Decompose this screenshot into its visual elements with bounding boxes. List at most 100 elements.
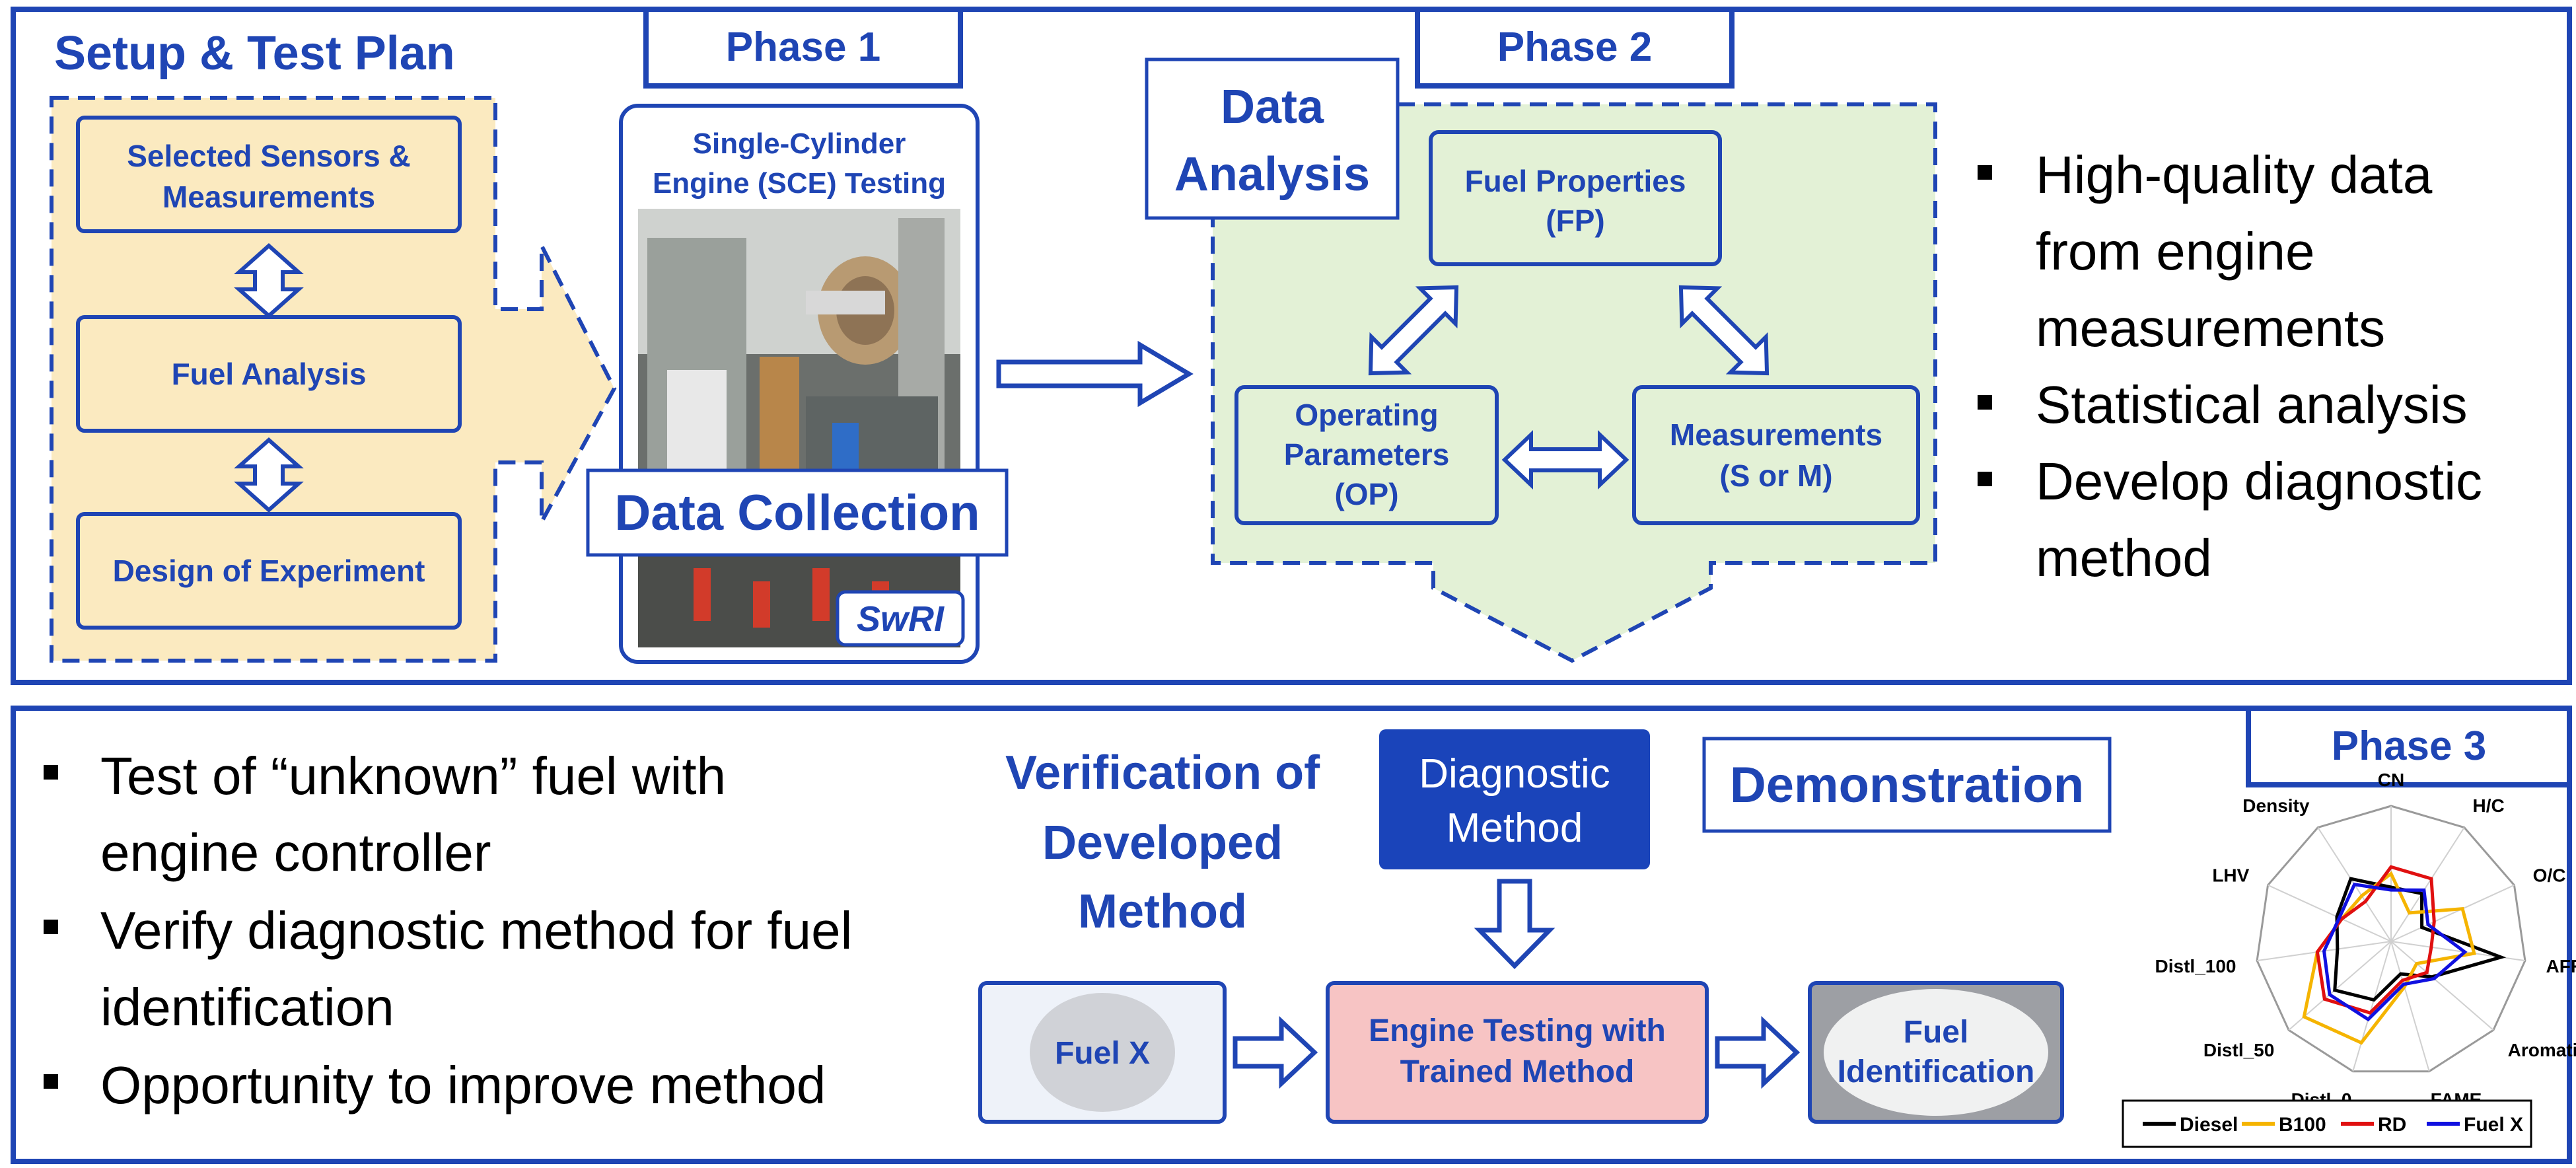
fuel-x-shadow — [1030, 993, 1175, 1112]
radar-axis-label: Aromatic — [2508, 1040, 2576, 1060]
bottom-bullets: Test of “unknown” fuel with engine contr… — [44, 747, 852, 1114]
radar-spoke — [2268, 884, 2392, 942]
bullet-marker — [1978, 395, 1992, 410]
fuel-x-label: Fuel X — [1055, 1036, 1150, 1071]
op-line3: (OP) — [1334, 477, 1398, 511]
fuel-analysis-box — [76, 315, 462, 433]
radar-spoke — [2390, 827, 2465, 942]
sce-title-line1: Single-Cylinder — [693, 128, 906, 160]
bottom-bullet-2-line2: identification — [100, 978, 394, 1037]
fp-line1: Fuel Properties — [1465, 164, 1686, 198]
op-line2: Parameters — [1284, 437, 1450, 472]
engine-testing-box — [1326, 981, 1709, 1124]
radar-axis-label: CN — [2378, 770, 2404, 790]
fuel-identification-line1: Fuel — [1904, 1015, 1969, 1050]
bottom-bullet-1-line1: Test of “unknown” fuel with — [100, 747, 726, 805]
radar-chart: CNH/CO/CAFR_stoicAromaticFAMEDistl_0Dist… — [2122, 770, 2576, 1148]
top-bullet-3-line1: Develop diagnostic — [2036, 452, 2482, 511]
top-bullet-1-line3: measurements — [2036, 299, 2385, 357]
fuel-identification-glow — [1824, 989, 2048, 1116]
top-bullet-1-line1: High-quality data — [2036, 145, 2433, 204]
bullet-marker — [44, 920, 58, 934]
bullet-marker — [1978, 165, 1992, 180]
data-analysis-box — [1145, 57, 1400, 220]
radar-axis-label: Density — [2242, 795, 2310, 816]
radar-axis-label: H/C — [2473, 795, 2505, 816]
bullet-marker — [44, 765, 58, 780]
phase3-label-box — [2246, 706, 2572, 787]
fp-meas-double-arrow — [1678, 285, 1770, 376]
phase2-label-box — [1415, 7, 1735, 89]
bottom-panel-frame — [11, 706, 2572, 1164]
doe-label: Design of Experiment — [113, 554, 425, 588]
phase2-label: Phase 2 — [1497, 24, 1652, 70]
bottom-bullet-1-line2: engine controller — [100, 823, 491, 882]
radar-axis-label: O/C — [2533, 865, 2566, 885]
meas-line1: Measurements — [1670, 418, 1882, 452]
verification-line1: Verification of — [1005, 747, 1320, 799]
swri-logo-text: SwRI — [857, 599, 945, 639]
data-analysis-line2: Analysis — [1174, 148, 1370, 201]
radar-axis-label: AFR_stoic — [2546, 956, 2576, 976]
demonstration-label: Demonstration — [1730, 757, 2084, 813]
radar-legend-box — [2122, 1099, 2532, 1148]
setup-title: Setup & Test Plan — [54, 27, 455, 80]
sensors-box — [76, 116, 462, 233]
bottom-bullet-3: Opportunity to improve method — [100, 1056, 826, 1114]
sensors-label-line2: Measurements — [162, 180, 375, 214]
top-bullet-1-line2: from engine — [2036, 222, 2314, 281]
setup-double-arrow-2 — [234, 437, 304, 513]
engine-to-identification-arrow — [1715, 1015, 1801, 1089]
radar-spoke — [2390, 941, 2494, 1031]
fuel-analysis-label: Fuel Analysis — [172, 357, 367, 391]
radar-grid-outline — [2256, 805, 2526, 1073]
diagnostic-line1: Diagnostic — [1419, 751, 1610, 797]
engine-testing-line1: Engine Testing with — [1369, 1013, 1666, 1048]
radar-axis-label: Distl_50 — [2203, 1040, 2274, 1060]
radar-spoke — [2390, 941, 2430, 1072]
phase1-to-phase2-arrow — [996, 340, 1194, 408]
top-bullet-3-line2: method — [2036, 529, 2212, 587]
phase3-label: Phase 3 — [2332, 723, 2486, 769]
radar-series-fuel-x — [2322, 883, 2468, 1022]
sensors-label-line1: Selected Sensors & — [127, 139, 411, 173]
diagnostic-down-arrow — [1474, 879, 1556, 969]
diagnostic-method-box — [1379, 729, 1650, 869]
top-bullets: High-quality data from engine measuremen… — [1978, 145, 2482, 587]
radar-spoke — [2352, 941, 2392, 1072]
radar-legend-label: Fuel X — [2464, 1114, 2523, 1136]
radar-axis-label: Distl_100 — [2155, 956, 2236, 976]
radar-legend-label: Diesel — [2180, 1114, 2238, 1136]
radar-legend-label: RD — [2378, 1114, 2406, 1136]
radar-legend-label: B100 — [2279, 1114, 2326, 1136]
data-collection-box — [586, 468, 1009, 557]
fuel-x-arrow — [1233, 1015, 1318, 1089]
radar-series-diesel — [2333, 877, 2507, 1002]
bottom-bullet-2-line1: Verify diagnostic method for fuel — [100, 901, 852, 960]
op-line1: Operating — [1295, 398, 1438, 432]
operating-parameters-box — [1234, 385, 1499, 525]
phase1-label: Phase 1 — [726, 24, 880, 70]
sce-title-line2: Engine (SCE) Testing — [653, 167, 946, 200]
verification-line2: Developed — [1042, 817, 1283, 869]
data-collection-label: Data Collection — [614, 485, 980, 541]
doe-box — [76, 512, 462, 630]
top-bullet-2: Statistical analysis — [2036, 375, 2468, 434]
swri-logo: SwRI — [836, 590, 965, 647]
bullet-marker — [1978, 472, 1992, 486]
phase1-label-box — [643, 7, 963, 89]
radar-series-rd — [2315, 865, 2436, 1015]
engine-photo — [638, 209, 960, 647]
verification-line3: Method — [1078, 885, 1247, 938]
fp-op-double-arrow — [1368, 285, 1459, 376]
engine-testing-line2: Trained Method — [1400, 1054, 1635, 1089]
fuel-identification-line2: Identification — [1838, 1054, 2035, 1089]
fp-line2: (FP) — [1546, 203, 1604, 238]
meas-line2: (S or M) — [1719, 458, 1832, 493]
op-meas-double-arrow — [1501, 430, 1629, 490]
measurements-box — [1632, 385, 1920, 525]
data-analysis-line1: Data — [1221, 81, 1324, 133]
fuel-properties-box — [1429, 130, 1722, 266]
diagnostic-line2: Method — [1447, 805, 1583, 851]
